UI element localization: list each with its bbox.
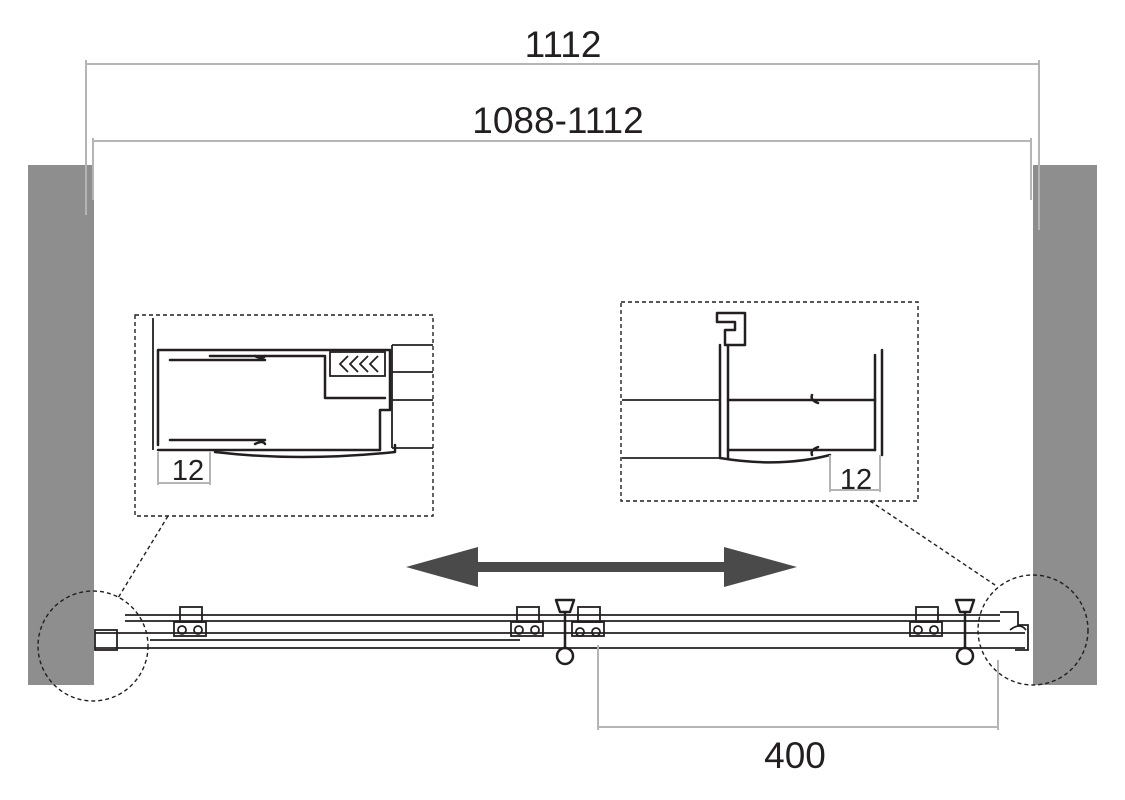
left-gap-label: 12 bbox=[172, 455, 204, 487]
right-detail-circle bbox=[977, 574, 1089, 686]
overall-width-label: 1112 bbox=[525, 24, 602, 65]
right-gap-label: 12 bbox=[840, 464, 872, 496]
adjustable-range-label: 1088-1112 bbox=[472, 100, 643, 141]
right-wall bbox=[1033, 165, 1097, 685]
left-profile-detail: 12 bbox=[134, 314, 434, 517]
left-leader-line bbox=[117, 515, 169, 599]
right-profile-detail: 12 bbox=[620, 301, 919, 502]
roller-right bbox=[909, 606, 943, 637]
right-leader-line bbox=[869, 500, 996, 586]
double-arrow-icon bbox=[406, 547, 797, 587]
handle-left bbox=[554, 598, 576, 666]
adjustable-range-dimension: 1088-1112 bbox=[92, 100, 1032, 200]
left-wall bbox=[28, 165, 94, 685]
door-opening-dimension: 400 bbox=[597, 645, 999, 776]
roller-middle bbox=[510, 606, 544, 637]
overall-width-dimension: 1112 bbox=[85, 24, 1040, 230]
handle-right bbox=[954, 598, 976, 666]
door-opening-label: 400 bbox=[764, 735, 826, 776]
left-detail-circle bbox=[37, 590, 149, 702]
door-assembly bbox=[94, 598, 1029, 666]
roller-left bbox=[173, 606, 207, 637]
roller-center bbox=[571, 606, 605, 637]
